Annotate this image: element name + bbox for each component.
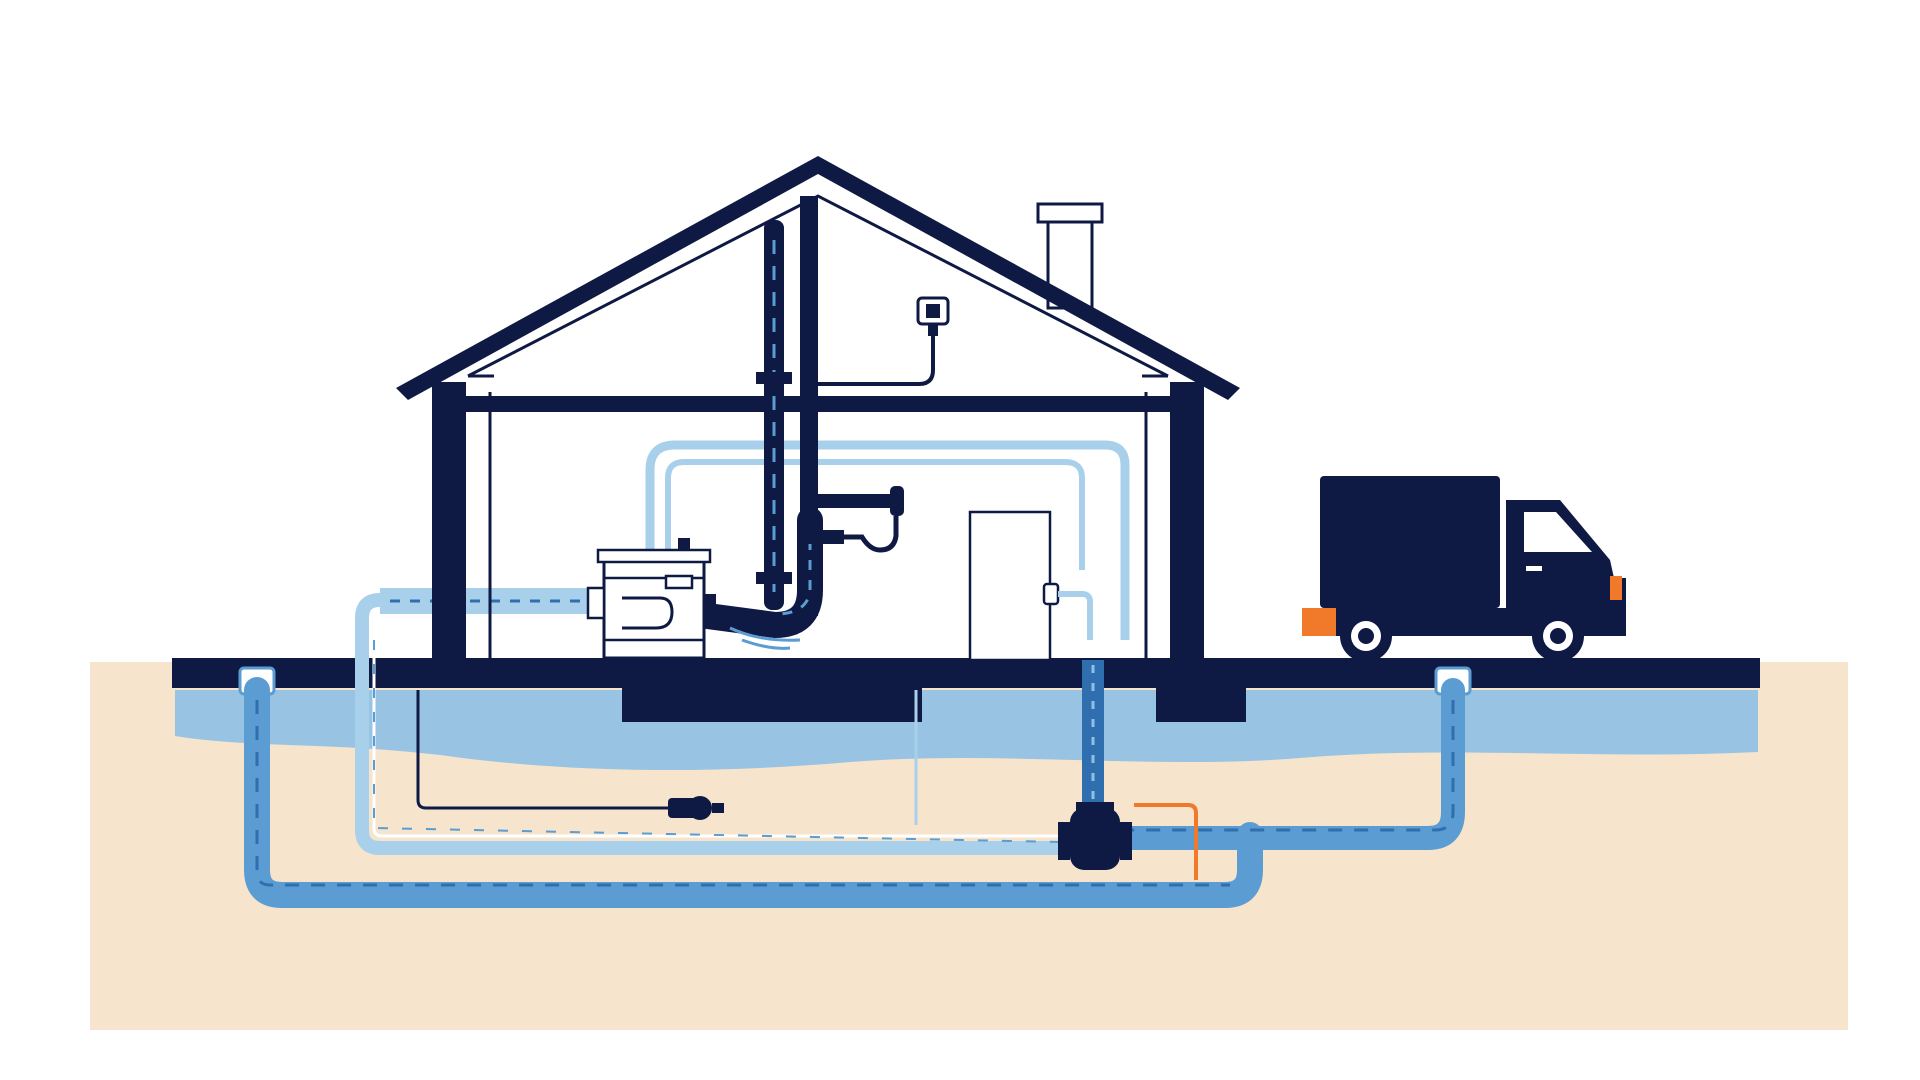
- electrical-line: [416, 690, 670, 810]
- drain-splash: [729, 626, 801, 650]
- water-line-top: [645, 440, 1130, 640]
- interior-door: [968, 510, 1052, 662]
- drain-elbow-flow: [779, 540, 812, 616]
- pump-icon: [586, 538, 716, 660]
- truck-bumper-light: [1302, 608, 1336, 636]
- truck-headlight: [1610, 576, 1622, 600]
- truck-icon: [1302, 476, 1626, 662]
- wall-right: [1170, 382, 1204, 660]
- electrical-box: [1042, 582, 1164, 676]
- house-icon: [396, 156, 1240, 662]
- water-supply-loop-inner: [372, 610, 1060, 838]
- wall-left: [432, 382, 466, 660]
- main-valve-icon: [1058, 802, 1132, 870]
- truck-door-handle: [1526, 566, 1542, 571]
- water-line-top-inner: [665, 459, 1085, 570]
- sewer-line-right-flow: [1130, 700, 1455, 832]
- drain-elbow: [687, 507, 823, 639]
- water-supply-loop: [355, 593, 1067, 855]
- sewer-line-outer-flow: [255, 700, 1230, 887]
- underground-valve-icon: [668, 796, 724, 820]
- pump-tank: [602, 558, 706, 660]
- groundwater: [175, 690, 1758, 771]
- truck-window: [1524, 512, 1592, 552]
- orange-indicator-pipe: [1134, 803, 1198, 880]
- truck-cargo: [1320, 476, 1500, 608]
- sewer-line-outer: [244, 677, 1263, 908]
- foundation-footing-left: [622, 688, 922, 722]
- sink-trap: [804, 486, 904, 553]
- outlet-icon: [800, 296, 950, 386]
- ground-line: [172, 658, 1760, 688]
- foundation-footing-right: [1156, 688, 1246, 722]
